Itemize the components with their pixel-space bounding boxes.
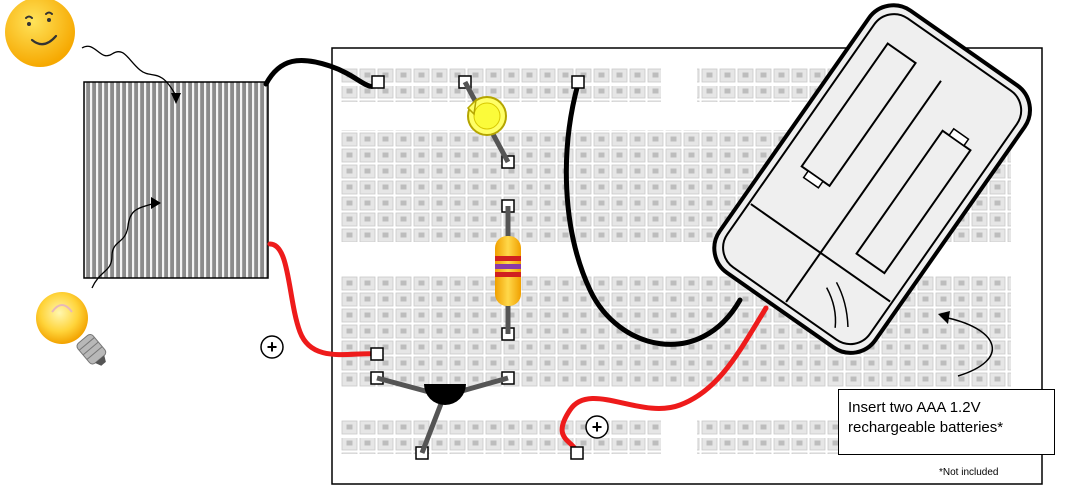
plus-sign: +: [261, 336, 283, 358]
callout-line-2: rechargeable batteries*: [848, 418, 1048, 438]
plus-sign: +: [586, 416, 608, 438]
sun-icon: [5, 0, 75, 67]
solar-panel: [82, 46, 268, 288]
footnote: *Not included: [939, 467, 998, 478]
svg-text:+: +: [267, 337, 278, 357]
light-bulb-icon: [36, 292, 111, 370]
battery-instruction-callout: Insert two AAA 1.2V rechargeable batteri…: [838, 389, 1055, 455]
svg-text:+: +: [592, 417, 603, 437]
callout-line-1: Insert two AAA 1.2V: [848, 398, 1048, 418]
